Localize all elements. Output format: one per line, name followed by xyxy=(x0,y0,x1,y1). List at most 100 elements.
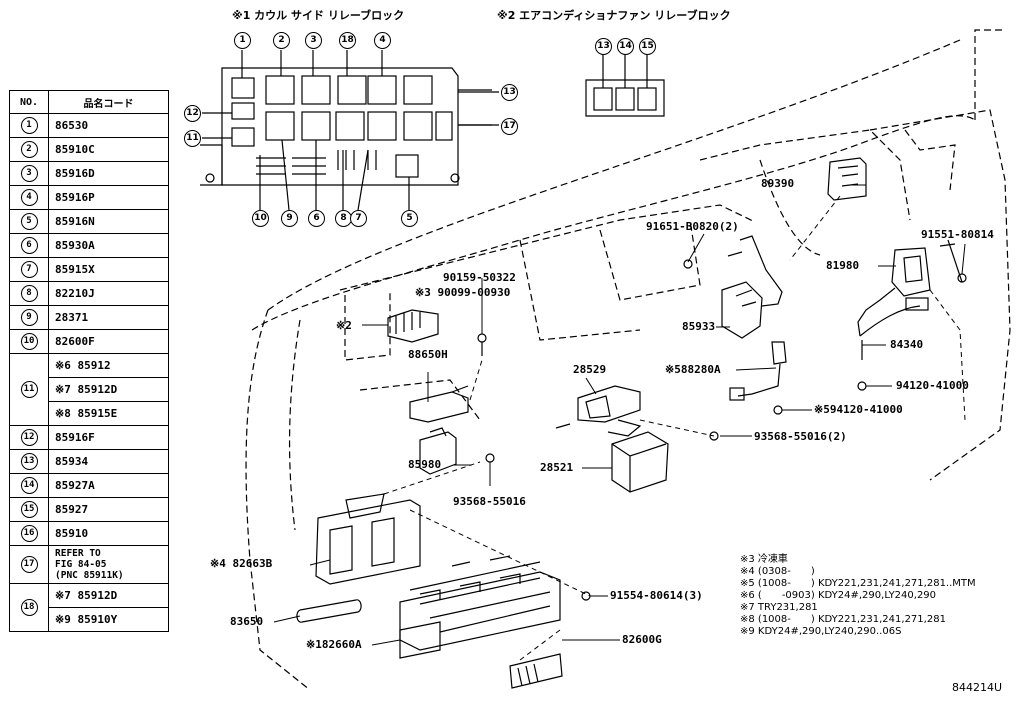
row-number: 11 xyxy=(9,353,49,426)
part-code: 85934 xyxy=(48,449,169,474)
callout-6: 6 xyxy=(308,210,325,227)
ac-fan-relay-block-drawing xyxy=(585,54,665,117)
table-row: 3 85916D xyxy=(9,161,169,186)
table-row: 13 85934 xyxy=(9,449,169,474)
callout-2: 2 xyxy=(273,32,290,49)
part-code-variant: ※9 85910Y xyxy=(49,607,168,631)
part-code: 82600F xyxy=(48,329,169,354)
header-no: NO. xyxy=(9,90,49,114)
part-drawings xyxy=(296,157,967,689)
callout-15: 15 xyxy=(639,38,656,55)
footnote: ※5 (1008- ) KDY221,231,241,271,281..MTM xyxy=(740,578,976,589)
row-number: 18 xyxy=(9,583,49,632)
label-88280a: ※588280A xyxy=(665,363,721,376)
part-code: ※7 85912D ※9 85910Y xyxy=(48,583,169,632)
part-code: 85916D xyxy=(48,161,169,186)
label-90099: ※3 90099-00930 xyxy=(415,286,511,299)
part-code-variant: ※7 85912D xyxy=(55,589,118,602)
part-code-variant: ※8 85915E xyxy=(49,401,168,425)
circled-number: 4 xyxy=(20,189,38,206)
callout-7: 7 xyxy=(350,210,367,227)
reference-line: REFER TO xyxy=(55,548,101,559)
callout-5: 5 xyxy=(401,210,418,227)
part-code: 85910C xyxy=(48,137,169,162)
leader-lines xyxy=(273,184,966,646)
callout-4: 4 xyxy=(374,32,391,49)
label-82660a: ※182660A xyxy=(306,638,362,651)
circled-number: 9 xyxy=(20,309,38,326)
label-91651: 91651-B0820(2) xyxy=(646,220,739,233)
label-85980: 85980 xyxy=(408,458,442,471)
callout-10: 10 xyxy=(252,210,269,227)
circled-number: 18 xyxy=(20,599,38,616)
callout-9: 9 xyxy=(281,210,298,227)
part-code: 85930A xyxy=(48,233,169,258)
footnotes: ※3 冷凍車※4 (0308- )※5 (1008- ) KDY221,231,… xyxy=(740,554,976,638)
circled-number: 1 xyxy=(20,117,38,134)
circled-number: 12 xyxy=(20,429,38,446)
dashboard-drawing xyxy=(245,29,1011,691)
circled-number: 16 xyxy=(20,525,38,542)
label-91551: 91551-80814 xyxy=(921,228,994,241)
label-94120-b: ※594120-41000 xyxy=(814,403,903,416)
label-28521: 28521 xyxy=(540,461,574,474)
circled-number: 17 xyxy=(20,556,38,573)
reference-line: (PNC 85911K) xyxy=(55,570,124,581)
part-code-variant: ※7 85912D xyxy=(49,377,168,401)
table-row: 16 85910 xyxy=(9,521,169,546)
part-code: 85910 xyxy=(48,521,169,546)
label-88650h: 88650H xyxy=(408,348,448,361)
label-93568-b: 93568-55016 xyxy=(453,495,526,508)
row-number: 3 xyxy=(9,161,49,186)
label-83650: 83650 xyxy=(230,615,264,628)
label-93568-a: 93568-55016(2) xyxy=(754,430,847,443)
relay-block-1-title: ※1 カウル サイド リレーブロック xyxy=(232,9,405,22)
circled-number: 10 xyxy=(20,333,38,350)
label-relay-2: ※2 xyxy=(336,319,352,332)
callout-13: 13 xyxy=(501,84,518,101)
label-82600g: 82600G xyxy=(622,633,662,646)
circled-number: 13 xyxy=(20,453,38,470)
row-number: 10 xyxy=(9,329,49,354)
label-91554: 91554-80614(3) xyxy=(610,589,703,602)
callout-1: 1 xyxy=(234,32,251,49)
cowl-side-relay-block-drawing xyxy=(200,50,499,211)
label-28529: 28529 xyxy=(573,363,607,376)
part-code-variant: ※6 85912 xyxy=(55,359,111,372)
label-84340: 84340 xyxy=(890,338,924,351)
circled-number: 2 xyxy=(20,141,38,158)
callout-18: 18 xyxy=(339,32,356,49)
row-number: 17 xyxy=(9,545,49,584)
circled-number: 7 xyxy=(20,261,38,278)
footnote: ※8 (1008- ) KDY221,231,241,271,281 xyxy=(740,614,946,625)
circled-number: 5 xyxy=(20,213,38,230)
label-85933: 85933 xyxy=(682,320,716,333)
label-94120-a: 94120-41000 xyxy=(896,379,969,392)
callout-3: 3 xyxy=(305,32,322,49)
label-82663b: ※4 82663B xyxy=(210,557,273,570)
dashed-guide-lines xyxy=(383,195,966,661)
part-code: ※6 85912 ※7 85912D※8 85915E xyxy=(48,353,169,426)
label-90159: 90159-50322 xyxy=(443,271,516,284)
reference-line: FIG 84-05 xyxy=(55,559,107,570)
label-89390: 89390 xyxy=(761,177,795,190)
row-number: 16 xyxy=(9,521,49,546)
footnote: ※6 ( -0903) KDY24#,290,LY240,290 xyxy=(740,590,937,601)
table-row: 2 85910C xyxy=(9,137,169,162)
circled-number: 3 xyxy=(20,165,38,182)
circled-number: 8 xyxy=(20,285,38,302)
circled-number: 14 xyxy=(20,477,38,494)
footnote: ※7 TRY231,281 xyxy=(740,602,818,613)
callout-14: 14 xyxy=(617,38,634,55)
row-number: 8 xyxy=(9,281,49,306)
footnote: ※9 KDY24#,290,LY240,290..06S xyxy=(740,626,902,637)
footnote: ※3 冷凍車 xyxy=(740,554,788,565)
